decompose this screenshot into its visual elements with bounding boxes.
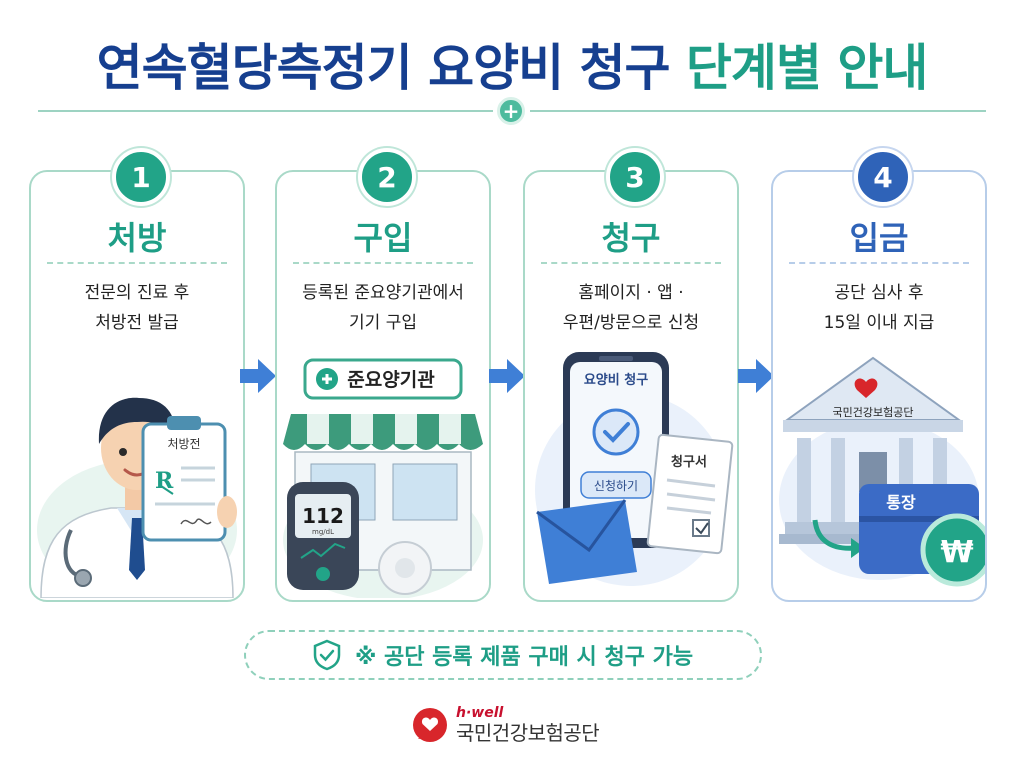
won-coin-icon: ₩ xyxy=(920,513,985,587)
desc-line-1: 등록된 준요양기관에서 xyxy=(302,283,464,303)
notice-box: ※ 공단 등록 제품 구매 시 청구 가능 xyxy=(244,630,762,680)
arrow-right-icon xyxy=(489,359,525,393)
desc-line-2: 기기 구입 xyxy=(349,313,417,333)
arrow-right-icon xyxy=(738,359,774,393)
step-description-purchase: 등록된 준요양기관에서 기기 구입 xyxy=(275,278,491,338)
desc-line-1: 전문의 진료 후 xyxy=(84,283,190,303)
desc-line-2: 15일 이내 지급 xyxy=(823,313,935,333)
desc-line-2: 처방전 발급 xyxy=(95,313,179,333)
step-divider xyxy=(293,262,473,264)
doctor-illustration: 처방전 R xyxy=(37,397,237,598)
glucose-reading: 112 xyxy=(302,504,344,528)
glucose-unit: mg/dL xyxy=(312,528,334,536)
step-divider xyxy=(541,262,721,264)
claim-form: 청구서 xyxy=(646,433,734,555)
heart-logo-icon xyxy=(413,708,447,742)
bankbook-label: 통장 xyxy=(886,493,916,512)
glucose-meter: 112 mg/dL xyxy=(287,482,359,590)
desc-line-1: 공단 심사 후 xyxy=(834,283,924,303)
desc-line-1: 홈페이지 · 앱 · xyxy=(578,283,684,303)
divider-line-left xyxy=(38,110,493,112)
brand-logo: h·well 국민건강보험공단 xyxy=(410,700,600,750)
brand-name: 국민건강보험공단 xyxy=(456,721,600,745)
step-divider xyxy=(47,262,227,264)
brand-text: h·well 국민건강보험공단 xyxy=(456,705,600,745)
divider-line-right xyxy=(530,110,986,112)
desc-line-2: 우편/방문으로 신청 xyxy=(562,313,700,333)
step-title-deposit: 입금 xyxy=(849,219,909,257)
step-title-purchase: 구입 xyxy=(353,219,413,257)
cgm-sensor xyxy=(378,541,432,595)
rx-symbol: R xyxy=(155,468,174,494)
bank-illustration: 국민건강보험공단 통장 ₩ xyxy=(779,356,985,587)
won-symbol: ₩ xyxy=(940,535,973,570)
smartphone: 요양비 청구 신청하기 xyxy=(563,352,669,548)
title-part-1: 연속혈당측정기 요양비 청구 xyxy=(96,39,671,97)
step-description-deposit: 공단 심사 후 15일 이내 지급 xyxy=(771,278,987,338)
phone-header: 요양비 청구 xyxy=(584,372,648,388)
building-label: 국민건강보험공단 xyxy=(833,406,914,419)
plus-icon: + xyxy=(497,97,525,125)
pharmacy-store-illustration: 준요양기관 112 mg/dL xyxy=(283,358,483,598)
prescription-clipboard: 처방전 R xyxy=(141,416,227,542)
brand-subtitle: h·well xyxy=(456,705,504,721)
title-part-2: 단계별 안내 xyxy=(685,39,928,97)
envelope-icon xyxy=(536,499,637,584)
phone-apply-button: 신청하기 xyxy=(594,479,638,493)
step-description-claim: 홈페이지 · 앱 · 우편/방문으로 신청 xyxy=(523,278,739,338)
prescription-label: 처방전 xyxy=(167,437,200,451)
form-title: 청구서 xyxy=(671,454,707,470)
step-number-3: 3 xyxy=(606,148,664,206)
page-title: 연속혈당측정기 요양비 청구 단계별 안내 xyxy=(0,28,1024,100)
arrow-right-icon xyxy=(240,359,276,393)
shield-check-icon xyxy=(313,639,341,671)
step-description-prescription: 전문의 진료 후 처방전 발급 xyxy=(29,278,245,338)
step-title-claim: 청구 xyxy=(601,219,661,257)
store-sign-text: 준요양기관 xyxy=(347,369,435,391)
step-number-4: 4 xyxy=(854,148,912,206)
claim-illustration: 요양비 청구 신청하기 청구서 xyxy=(535,352,734,586)
step-title-prescription: 처방 xyxy=(107,219,167,257)
step-number-2: 2 xyxy=(358,148,416,206)
notice-text: ※ 공단 등록 제품 구매 시 청구 가능 xyxy=(354,645,694,670)
step-number-1: 1 xyxy=(112,148,170,206)
step-divider xyxy=(789,262,969,264)
